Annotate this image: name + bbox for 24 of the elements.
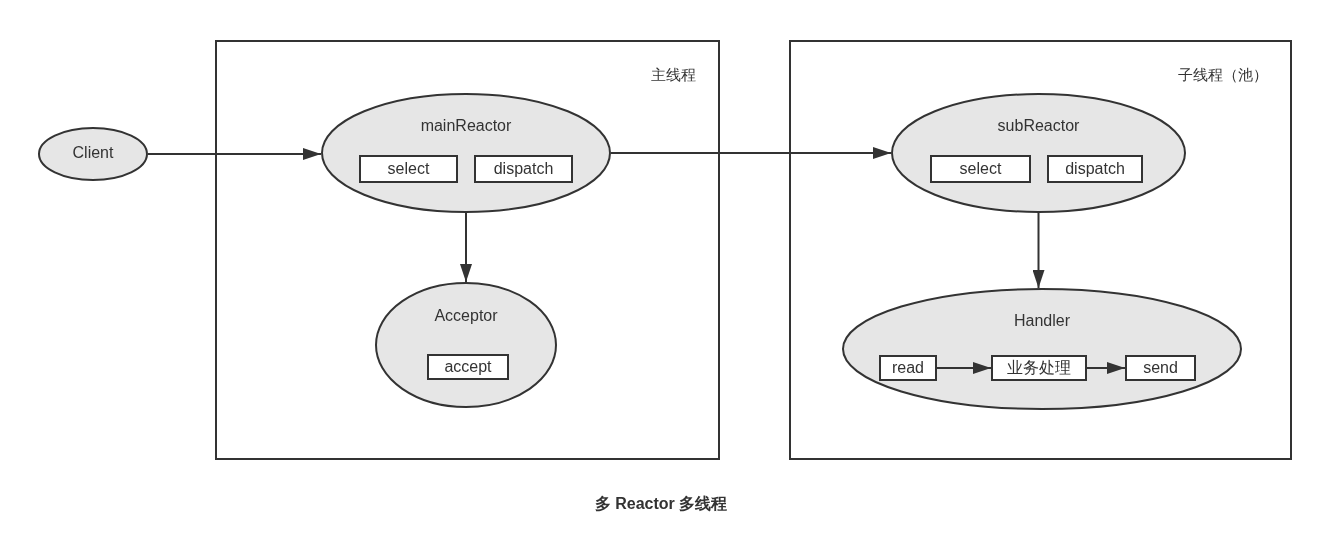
arrow (460, 212, 472, 283)
caption: 多 Reactor 多线程 (594, 495, 728, 512)
thread-frame (789, 40, 1292, 460)
arrow (147, 148, 322, 160)
label-box: read (879, 355, 937, 381)
label-box: accept (427, 354, 509, 380)
arrow (610, 147, 892, 159)
frame-title: 主线程 (651, 66, 696, 85)
label-box: 业务处理 (991, 355, 1087, 381)
label-box: dispatch (474, 155, 573, 183)
node-title: subReactor (996, 117, 1081, 135)
arrow (1032, 212, 1045, 289)
node-title: Client (71, 144, 115, 162)
arrow (936, 362, 992, 374)
arrow (1086, 362, 1126, 374)
node-title: Handler (1013, 312, 1071, 331)
thread-frame (215, 40, 720, 460)
node-title: Acceptor (433, 307, 499, 326)
label-box: select (359, 155, 458, 183)
frame-title: 子线程（池） (1178, 66, 1268, 85)
node-title: mainReactor (419, 117, 513, 135)
label-box: send (1125, 355, 1196, 381)
label-box: dispatch (1047, 155, 1143, 183)
label-box: select (930, 155, 1031, 183)
